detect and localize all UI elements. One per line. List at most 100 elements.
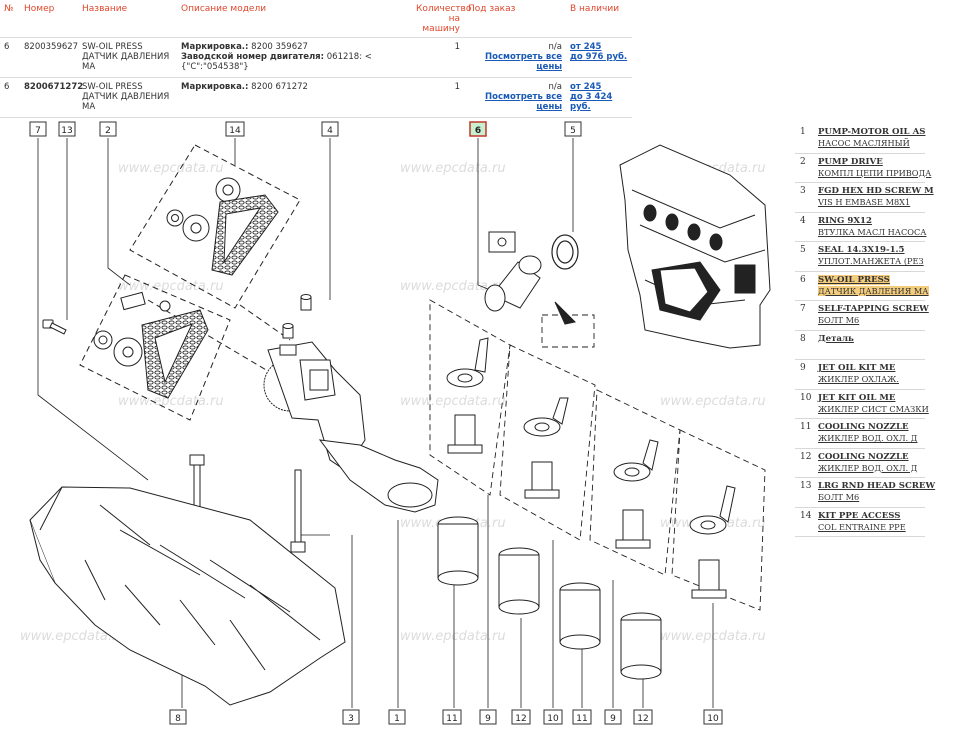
cell-qty: 1 — [412, 37, 464, 78]
legend-item-name-link[interactable]: JET OIL KIT ME — [818, 363, 896, 373]
parts-table: № Номер Название Описание модели Количес… — [0, 0, 632, 118]
legend-item-description-link[interactable]: БОЛТ M6 — [818, 315, 860, 325]
col-stock-header: В наличии — [566, 0, 632, 38]
callout-6-selected[interactable]: 6 — [469, 121, 487, 137]
callout-3[interactable]: 3 — [342, 709, 360, 725]
legend-item-description-link[interactable]: ЖИКЛЕР ВОД. ОХЛ. Д — [818, 462, 918, 473]
part-2-pump-drive — [93, 291, 209, 399]
legend-item-name-link[interactable]: JET KIT OIL ME — [818, 392, 896, 403]
legend-item-description-link[interactable]: COL ENTRAINE PPE — [818, 521, 906, 532]
callout-12[interactable]: 12 — [633, 709, 653, 725]
legend-item-name-link[interactable]: COOLING NOZZLE — [818, 422, 909, 432]
legend-item-number: 7 — [800, 304, 806, 314]
svg-text:11: 11 — [576, 714, 587, 724]
legend-item-description-link[interactable]: КОМПЛ ЦЕПИ ПРИВОДА — [818, 167, 932, 178]
legend-item-number: 13 — [800, 481, 812, 491]
legend-item-description-link[interactable]: ДАТЧИК ДАВЛЕНИЯ МА — [818, 285, 929, 296]
legend-item-name-link[interactable]: SELF-TAPPING SCREW — [818, 304, 929, 314]
price-to-link[interactable]: до 976 руб. — [570, 52, 628, 62]
legend-item-number: 10 — [800, 392, 812, 403]
legend-item-number: 3 — [800, 186, 806, 196]
legend-item-description-link[interactable]: ВТУЛКА МАСЛ НАСОСА — [818, 226, 927, 237]
legend-item-description-link[interactable]: ЖИКЛЕР СИСТ СМАЗКИ — [818, 403, 929, 414]
legend-item-number: 2 — [800, 156, 806, 167]
nozzle-group-3 — [559, 439, 659, 650]
legend-item-name-link[interactable]: LRG RND HEAD SCREW — [818, 481, 936, 491]
callout-9[interactable]: 9 — [479, 709, 497, 725]
watermark: www.epcdata.ru — [400, 629, 506, 644]
callout-8[interactable]: 8 — [169, 709, 187, 725]
view-all-prices-link[interactable]: Посмотреть все цены — [485, 52, 562, 72]
callout-13[interactable]: 13 — [58, 121, 76, 137]
legend-item-description-link[interactable]: УПЛОТ.МАНЖЕТА (РЕЗ — [818, 256, 924, 266]
legend-item-name-link[interactable]: SW-OIL PRESS — [818, 274, 890, 285]
col-no-header: № — [0, 0, 20, 38]
cell-description: Маркировка.: 8200 671272 — [177, 77, 412, 118]
desc-value: 8200 671272 — [248, 82, 308, 92]
legend-item-number: 11 — [800, 422, 812, 432]
callout-11[interactable]: 11 — [572, 709, 592, 725]
callout-2[interactable]: 2 — [99, 121, 117, 137]
legend-item-name-link[interactable]: SEAL 14.3X19-1.5 — [818, 245, 905, 255]
legend-item-number: 9 — [800, 363, 806, 373]
col-number-header: Номер — [20, 0, 78, 38]
callout-7[interactable]: 7 — [29, 121, 47, 137]
legend-item-number: 6 — [800, 274, 806, 285]
legend-item-name-link[interactable]: RING 9X12 — [818, 215, 872, 226]
svg-text:10: 10 — [707, 714, 719, 724]
desc-label: Маркировка.: — [181, 42, 249, 52]
callout-10[interactable]: 10 — [703, 709, 723, 725]
svg-text:12: 12 — [515, 714, 526, 724]
legend-item-description-link[interactable]: БОЛТ M6 — [818, 492, 860, 502]
watermark: www.epcdata.ru — [400, 394, 506, 409]
order-status: n/a — [548, 82, 562, 92]
part-3-bolt — [290, 469, 306, 553]
svg-text:9: 9 — [485, 714, 491, 724]
legend-item-description-link[interactable]: ЖИКЛЕР ОХЛАЖ. — [818, 374, 899, 384]
nozzle-group-1 — [437, 337, 489, 586]
legend-item-description-link[interactable]: VIS H EMBASE M8X1 — [818, 197, 911, 207]
legend-item-name-link[interactable]: COOLING NOZZLE — [818, 451, 909, 462]
exploded-diagram: www.epcdata.ru www.epcdata.ru www.epcdat… — [20, 121, 771, 725]
price-from-link[interactable]: от 245 — [570, 42, 602, 52]
callout-10[interactable]: 10 — [543, 709, 563, 725]
svg-text:7: 7 — [35, 126, 41, 136]
callout-12[interactable]: 12 — [511, 709, 531, 725]
price-to-link[interactable]: до 3 424 руб. — [570, 92, 613, 112]
view-all-prices-link[interactable]: Посмотреть все цены — [485, 92, 562, 112]
callout-14[interactable]: 14 — [225, 121, 245, 137]
callout-5[interactable]: 5 — [564, 121, 582, 137]
legend-item-name-link[interactable]: PUMP DRIVE — [818, 156, 883, 167]
price-from-link[interactable]: от 245 — [570, 82, 602, 92]
legend-item-description-link[interactable]: ЖИКЛЕР ВОД. ОХЛ. Д — [818, 433, 918, 443]
watermark: www.epcdata.ru — [118, 394, 224, 409]
legend-item-name-link[interactable]: FGD HEX HD SCREW M — [818, 186, 934, 196]
callout-1[interactable]: 1 — [388, 709, 406, 725]
legend-item-name-link[interactable]: Деталь — [818, 333, 854, 344]
legend-item-name-link[interactable]: PUMP-MOTOR OIL AS — [818, 127, 926, 137]
callout-11[interactable]: 11 — [442, 709, 462, 725]
callout-9[interactable]: 9 — [604, 709, 622, 725]
legend-item-description-link[interactable]: НАСОС МАСЛЯНЫЙ — [818, 138, 910, 148]
legend-item-name-link[interactable]: KIT PPE ACCESS — [818, 510, 901, 521]
callout-4[interactable]: 4 — [321, 121, 339, 137]
